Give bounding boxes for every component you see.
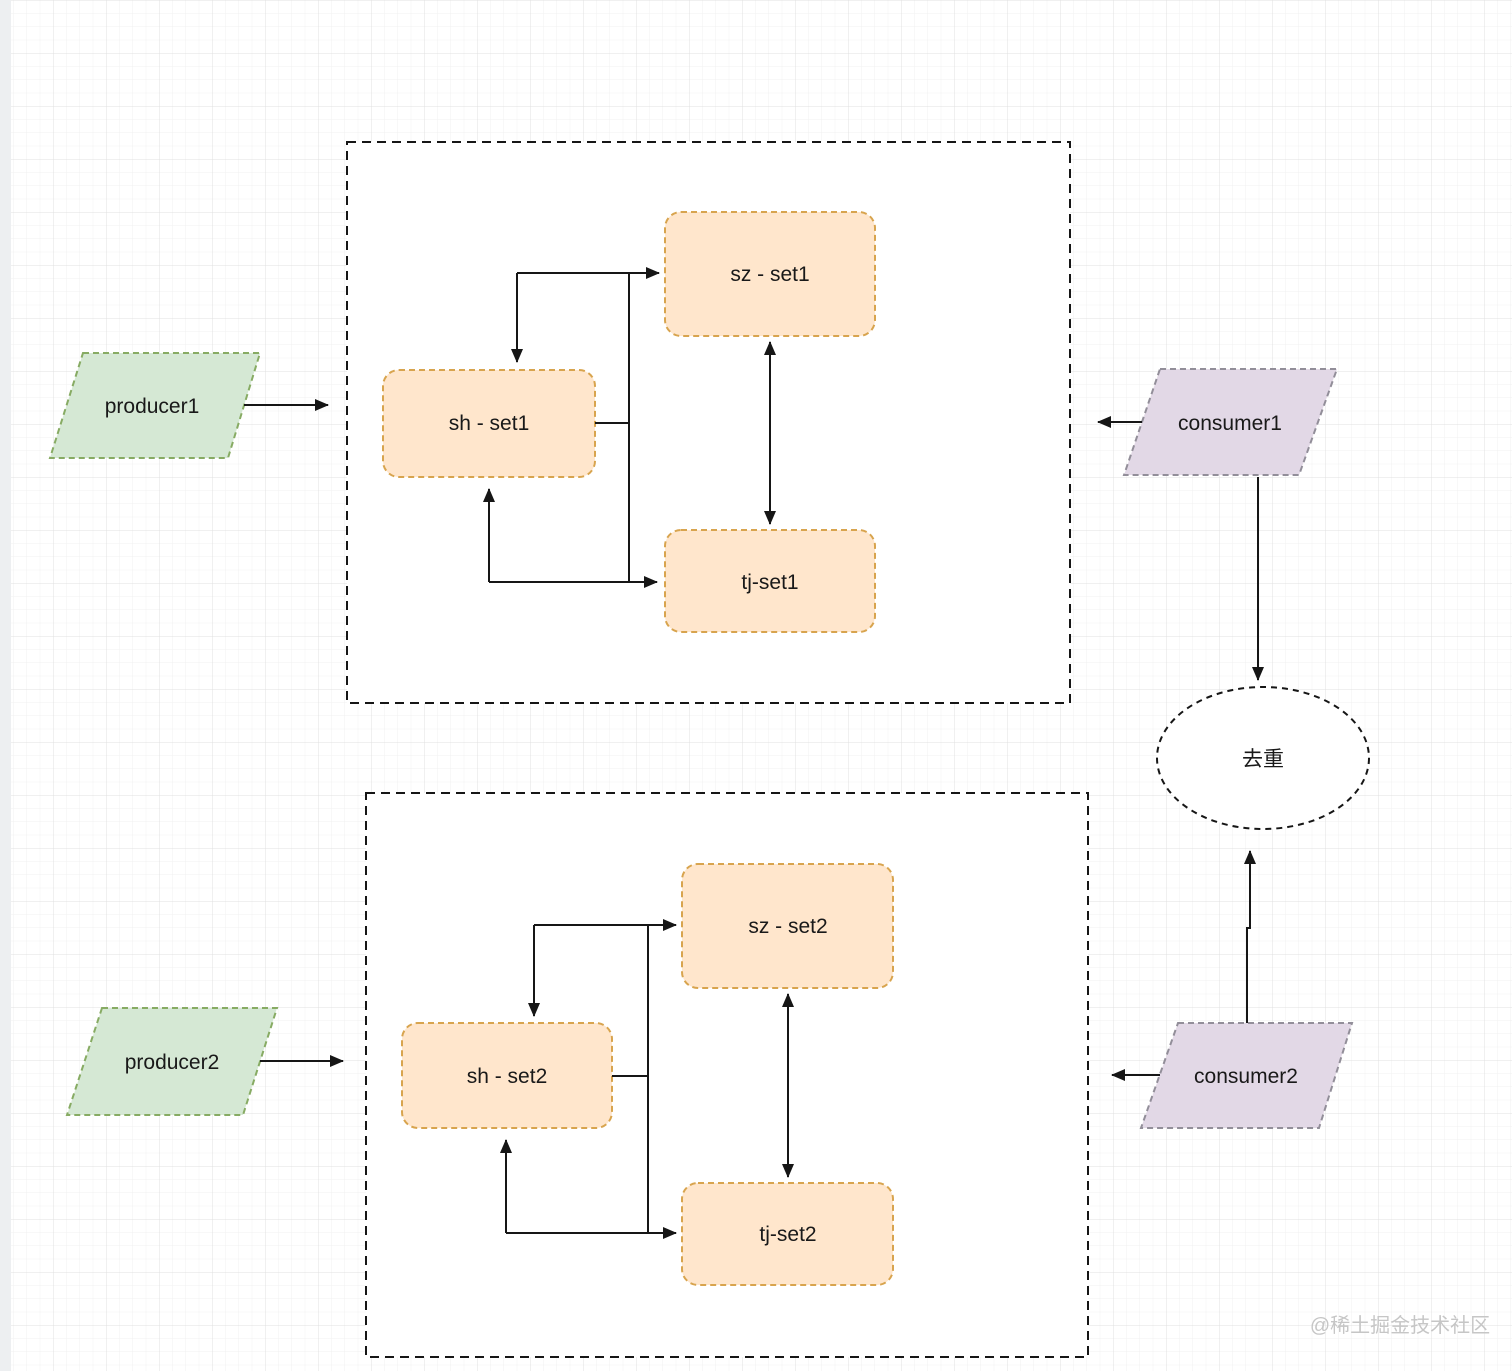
canvas-left-edge [0,0,11,1371]
sz-set2-box[interactable] [681,863,894,989]
dedup-ellipse[interactable] [1156,686,1370,830]
producer1-shape[interactable] [48,352,262,459]
node-sz-set2[interactable]: sz - set2 [681,863,894,989]
sh-set1-label: sh - set1 [449,412,530,435]
producer1-label: producer1 [105,395,200,418]
sz-set1-label: sz - set1 [730,263,809,286]
node-tj-set2[interactable]: tj-set2 [681,1182,894,1286]
consumer2-shape[interactable] [1139,1022,1354,1129]
node-consumer2[interactable]: consumer2 [1139,1022,1354,1129]
producer2-label: producer2 [125,1051,220,1074]
node-sh-set1[interactable]: sh - set1 [382,369,596,478]
tj-set2-label: tj-set2 [759,1223,816,1246]
dedup-label: 去重 [1242,748,1284,771]
consumer1-label: consumer1 [1178,412,1282,435]
consumer1-shape[interactable] [1122,368,1339,476]
sz-set1-box[interactable] [664,211,876,337]
consumer2-label: consumer2 [1194,1065,1298,1088]
connector-consumer2-to-dedup[interactable] [1244,850,1256,1023]
sh-set2-box[interactable] [401,1022,613,1129]
node-dedup[interactable]: 去重 [1156,686,1370,830]
node-sh-set2[interactable]: sh - set2 [401,1022,613,1129]
watermark: @稀土掘金技术社区 [1310,1314,1490,1337]
node-producer1[interactable]: producer1 [48,352,262,459]
sh-set2-label: sh - set2 [467,1065,548,1088]
node-consumer1[interactable]: consumer1 [1122,368,1339,476]
node-tj-set1[interactable]: tj-set1 [664,529,876,633]
node-producer2[interactable]: producer2 [65,1007,279,1116]
tj-set2-box[interactable] [681,1182,894,1286]
sz-set2-label: sz - set2 [748,915,827,938]
producer2-shape[interactable] [65,1007,279,1116]
tj-set1-box[interactable] [664,529,876,633]
node-sz-set1[interactable]: sz - set1 [664,211,876,337]
tj-set1-label: tj-set1 [741,571,798,594]
